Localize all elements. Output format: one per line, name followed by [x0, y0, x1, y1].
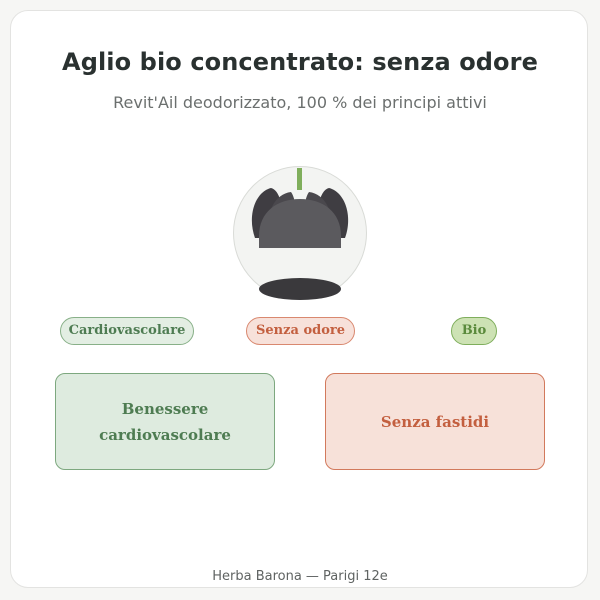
tag-senza-odore: Senza odore: [246, 317, 355, 345]
page-subtitle: Revit'Ail deodorizzato, 100 % dei princi…: [113, 93, 487, 112]
garlic-bulb-icon: [251, 168, 349, 300]
tag-cardiovascolare: Cardiovascolare: [60, 317, 194, 345]
benefit-card-senza-fastidi: Senza fastidi: [325, 373, 545, 470]
benefit-card-cardiovascolare: Benessere cardiovascolare: [55, 373, 275, 470]
page-title: Aglio bio concentrato: senza odore: [62, 48, 538, 76]
footer-credit: Herba Barona — Parigi 12e: [212, 569, 388, 584]
benefit-label: Benessere cardiovascolare: [99, 399, 231, 444]
tag-bio: Bio: [451, 317, 497, 345]
benefit-label: Senza fastidi: [380, 412, 490, 431]
